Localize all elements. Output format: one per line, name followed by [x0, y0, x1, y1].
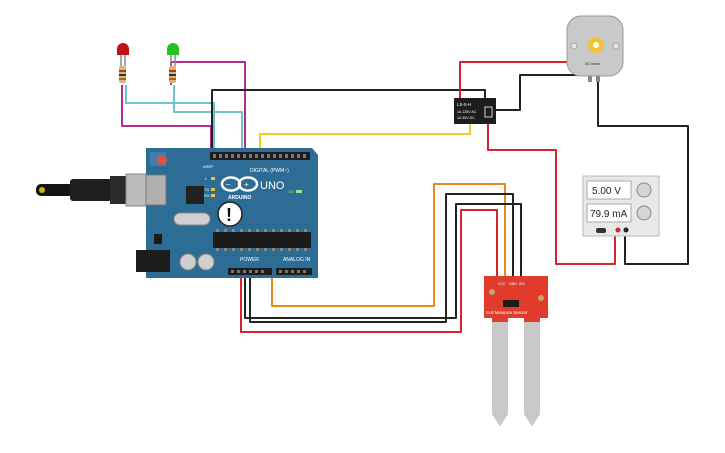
motor-label: DC motor: [585, 62, 601, 66]
relay[interactable]: LS-5-H 1A 125V AC 1A 30V DC: [454, 98, 496, 124]
wire-relay-motor-black: [492, 74, 598, 111]
current-knob[interactable]: [636, 205, 652, 221]
digital-header: [210, 152, 310, 160]
dc-jack: [136, 250, 170, 272]
wire-red-led-magenta: [121, 85, 212, 153]
arduino-logo: – +: [220, 176, 259, 192]
crystal: [173, 212, 211, 226]
usb-jack: [145, 174, 167, 206]
capacitor-2: [197, 253, 215, 271]
wires: [121, 61, 689, 333]
led-green-body: [167, 49, 179, 55]
usb-cable: [36, 173, 165, 207]
analog-header-label: ANALOG IN: [283, 257, 311, 263]
power-header-label: POWER: [240, 257, 259, 263]
rx-label: RX: [204, 193, 210, 198]
svg-text:+: +: [244, 180, 249, 189]
wire-green-led-cyan: [173, 85, 243, 153]
power-supply[interactable]: 5.00 V 79.9 mA: [582, 175, 660, 237]
dc-motor[interactable]: DC motor: [566, 15, 624, 82]
led-red-body: [117, 49, 129, 55]
l-label: L: [205, 176, 208, 181]
current-readout: 79.9 mA: [590, 209, 628, 220]
terminal-negative: [623, 227, 629, 233]
atmega-chip: [213, 232, 311, 248]
sensor-pin-vcc: VCC: [498, 282, 506, 286]
usb-chip: [186, 186, 204, 204]
voltage-knob[interactable]: [636, 182, 652, 198]
wire-relay-to-supply-red: [487, 122, 616, 265]
board-brand: ARDUINO: [228, 195, 251, 201]
wire-sensor-vcc-orange: [271, 183, 506, 307]
wire-pin-to-relay: [259, 122, 471, 153]
soil-moisture-sensor[interactable]: VCC GND SIG Soil Moisture Sensor: [484, 276, 548, 426]
sensor-pin-sig: SIG: [519, 282, 525, 286]
terminal-positive: [615, 227, 621, 233]
supply-switch[interactable]: [596, 228, 606, 233]
warning-badge[interactable]: [217, 201, 243, 227]
warning-glyph: !: [226, 205, 232, 225]
sensor-name: Soil Moisture Sensor: [486, 310, 528, 315]
reset-button[interactable]: [157, 155, 167, 165]
sensor-prong-left: [492, 322, 508, 414]
arduino-board[interactable]: AREF DIGITAL (PWM~) – + UNO ARDUINO TX R…: [136, 148, 318, 278]
voltage-display-frame: [586, 180, 632, 200]
wire-sensor-sig-black: [244, 203, 522, 319]
relay-body: [454, 98, 496, 124]
aref-label: AREF: [203, 164, 214, 169]
relay-line3: 1A 30V DC: [457, 116, 475, 120]
wire-gnd-to-relay: [211, 89, 486, 153]
current-display-frame: [586, 203, 632, 223]
wire-5v-red: [240, 209, 498, 333]
capacitor-1: [179, 253, 197, 271]
relay-line1: LS-5-H: [457, 102, 471, 107]
sensor-pin-gnd: GND: [509, 282, 517, 286]
led-red[interactable]: [117, 43, 129, 83]
voltage-readout: 5.00 V: [592, 186, 621, 197]
wire-motor-to-supply-black: [597, 80, 689, 265]
led-green[interactable]: [167, 43, 179, 83]
board-model: UNO: [260, 180, 285, 192]
tx-label: TX: [204, 187, 209, 192]
wire-sensor-gnd-black: [249, 193, 514, 323]
wire-green-led-magenta: [170, 61, 246, 153]
relay-line2: 1A 125V AC: [457, 110, 477, 114]
digital-header-label: DIGITAL (PWM~): [250, 168, 289, 174]
wire-red-led-cyan: [125, 85, 215, 153]
sensor-prong-right: [524, 322, 540, 414]
svg-text:–: –: [226, 180, 231, 189]
on-label: ON: [288, 189, 294, 194]
